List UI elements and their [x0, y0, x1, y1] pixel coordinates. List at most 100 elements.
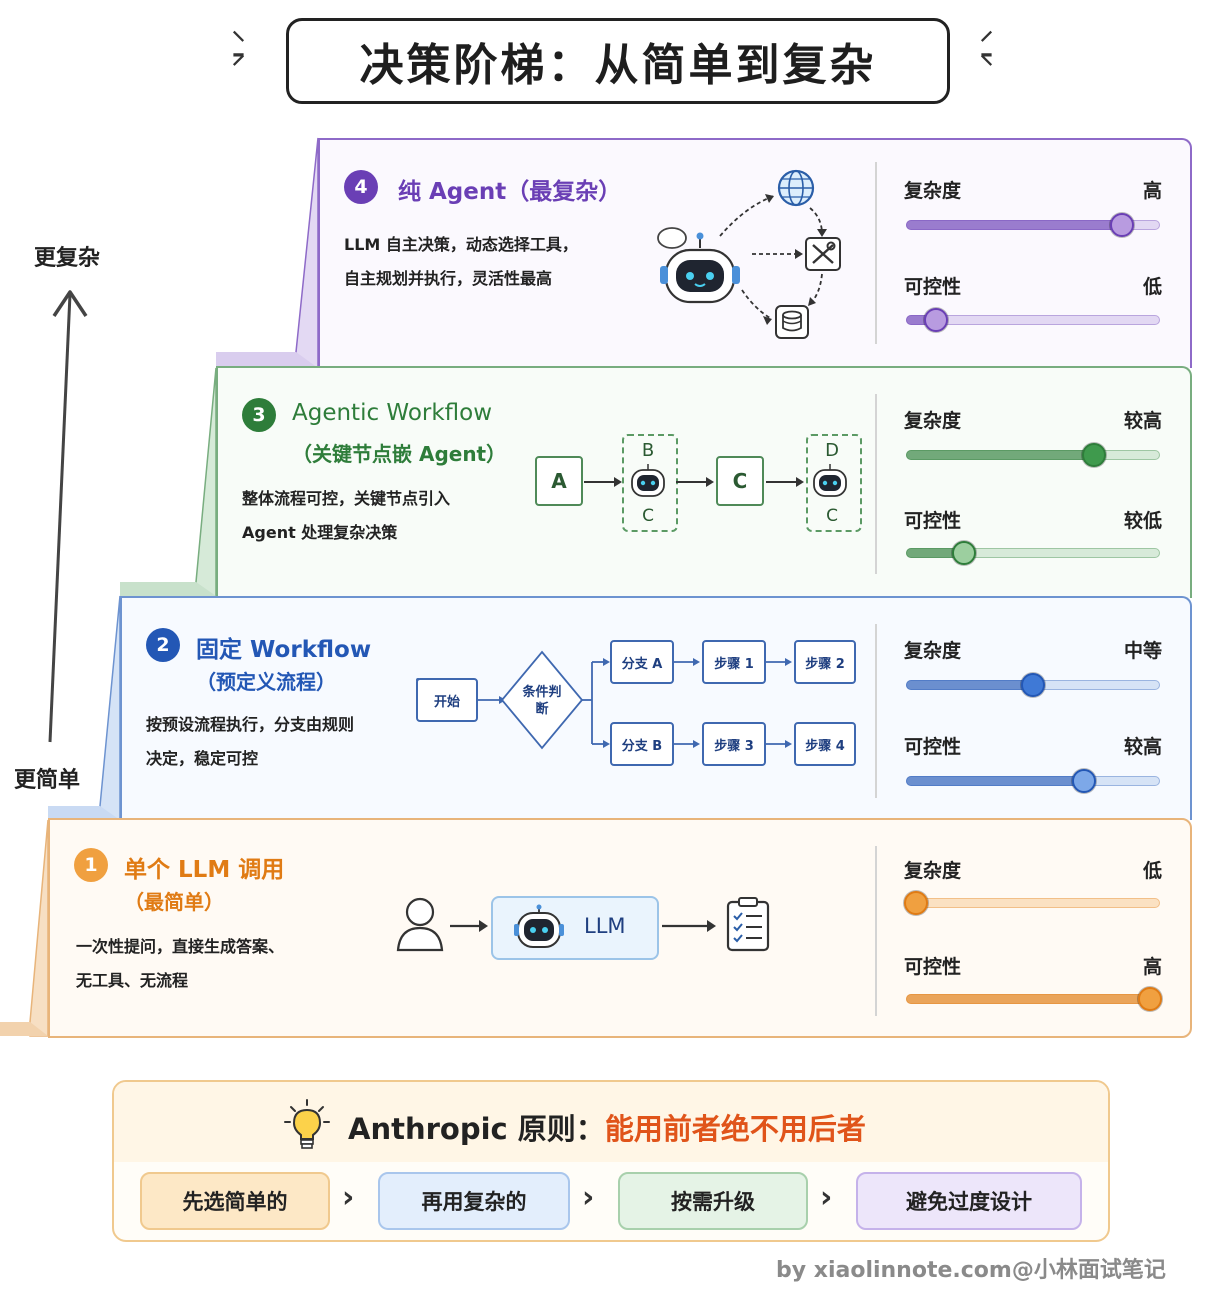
tier-2-subtitle: （预定义流程）: [196, 670, 336, 694]
tier-4-complexity-slider: [906, 213, 1160, 237]
agentic-flow-lines: [584, 464, 847, 497]
tier-4-complexity-label: 复杂度: [904, 180, 962, 202]
tier-1-complexity-label: 复杂度: [904, 860, 962, 882]
tier-1-subtitle: （最简单）: [124, 890, 224, 914]
step-pill-avoid-overdesign: 避免过度设计: [856, 1172, 1082, 1230]
tier-3-desc-line-2: Agent 处理复杂决策: [242, 523, 398, 542]
robot-icon: [514, 904, 564, 948]
tier-3-badge: 3: [242, 398, 276, 432]
robot-icon: [631, 464, 665, 497]
tier-4-badge: 4: [344, 170, 378, 204]
step-pill-complex: 再用复杂的: [378, 1172, 570, 1230]
tier-2-complexity-label: 复杂度: [904, 640, 962, 662]
sparkle-left-icon: ⸌–⸍: [232, 27, 246, 81]
tier-2-complexity-slider: [906, 673, 1160, 697]
tier-3-control-slider: [906, 541, 1160, 565]
step-1-node: 步骤 1: [702, 640, 766, 684]
slider-fill: [906, 315, 936, 325]
agent-node-d-frame: [806, 434, 862, 532]
arrow-icon: [450, 920, 488, 932]
robot-icon: [660, 232, 740, 304]
tier-4-control-value: 低: [1142, 276, 1162, 298]
axis-arrow-icon: [48, 290, 88, 743]
tier-3-title: Agentic Workflow: [292, 400, 493, 426]
tier-3-complexity-label: 复杂度: [904, 410, 962, 432]
tier-3-complexity-slider: [906, 443, 1160, 467]
tools-icon: [805, 237, 841, 271]
slider-knob: [924, 308, 948, 332]
database-icon: [775, 305, 809, 339]
node-c: C: [716, 456, 764, 506]
node-a: A: [535, 456, 583, 506]
step-2-node: 步骤 2: [794, 640, 856, 684]
title-banner: 决策阶梯：从简单到复杂: [286, 18, 950, 104]
tier-3-subtitle: （关键节点嵌 Agent）: [292, 442, 507, 466]
slider-knob: [1021, 673, 1045, 697]
tier-1-divider: [875, 846, 877, 1016]
chevron-right-icon: ›: [582, 1180, 595, 1215]
tier-1-complexity-value: 低: [1142, 860, 1162, 882]
slider-fill: [906, 450, 1094, 460]
principle-prefix: Anthropic 原则：: [348, 1112, 605, 1146]
lightbulb-icon: [284, 1099, 330, 1149]
tier-3-control-label: 可控性: [904, 510, 962, 532]
step-pill-simple: 先选简单的: [140, 1172, 330, 1230]
workflow-flow-lines: [478, 650, 792, 750]
tier-1-title: 单个 LLM 调用: [124, 857, 285, 883]
tier-1-control-label: 可控性: [904, 956, 962, 978]
tier-1-desc-line-2: 无工具、无流程: [76, 971, 189, 990]
slider-knob: [952, 541, 976, 565]
chevron-right-icon: ›: [342, 1180, 355, 1215]
tier-3-complexity-value: 较高: [1123, 410, 1162, 432]
globe-icon: [777, 169, 815, 207]
slider-fill: [906, 680, 1033, 690]
tier-2-badge: 2: [146, 628, 180, 662]
tier-4-desc-line-1: LLM 自主决策，动态选择工具，: [344, 235, 578, 254]
tier-3-control-value: 较低: [1123, 510, 1162, 532]
page-title: 决策阶梯：从简单到复杂: [359, 40, 877, 91]
sparkle-right-icon: ⸍–⸌: [980, 27, 994, 81]
tier-2-desc-line-1: 按预设流程执行，分支由规则: [146, 715, 355, 734]
tier-4-complexity-value: 高: [1142, 180, 1162, 202]
agent-diagram: [657, 169, 841, 339]
robot-icon: [813, 464, 847, 497]
tier-2-complexity-value: 中等: [1123, 640, 1162, 662]
tier-4-control-label: 可控性: [904, 276, 962, 298]
tier-1-badge: 1: [74, 848, 108, 882]
decision-line-2: 断: [535, 702, 549, 717]
slider-knob: [1072, 769, 1096, 793]
branch-a-node: 分支 A: [610, 640, 674, 684]
tier-1-desc-line-1: 一次性提问，直接生成答案、: [76, 937, 285, 956]
tier-3-desc-line-1: 整体流程可控，关键节点引入: [242, 489, 451, 508]
slider-knob: [1138, 987, 1162, 1011]
tier-1-complexity-slider: [904, 891, 1160, 915]
axis-bottom-label: 更简单: [14, 768, 81, 793]
tier-2-divider: [875, 624, 877, 798]
node-b-label: B: [641, 440, 655, 461]
slider-fill: [906, 220, 1122, 230]
principle-text: Anthropic 原则：能用前者绝不用后者: [348, 1106, 866, 1148]
axis-top-label: 更复杂: [34, 246, 101, 271]
tier-3-divider: [875, 394, 877, 574]
start-node-box: 开始: [416, 678, 478, 722]
llm-label: LLM: [584, 914, 626, 938]
branch-b-node: 分支 B: [610, 722, 674, 766]
tier-2-control-value: 较高: [1123, 736, 1162, 758]
slider-fill: [906, 776, 1084, 786]
tier-4-panel: [318, 138, 1192, 368]
tier-2-title: 固定 Workflow: [196, 637, 372, 663]
slider-knob: [1110, 213, 1134, 237]
step-4-node: 步骤 4: [794, 722, 856, 766]
slider-track: [906, 898, 1160, 908]
tier-1-control-value: 高: [1142, 956, 1162, 978]
slider-knob: [904, 891, 928, 915]
tier-1-control-slider: [906, 987, 1162, 1011]
principle-highlight: 能用前者绝不用后者: [604, 1112, 866, 1146]
clipboard-icon: [726, 897, 770, 952]
slider-fill: [906, 994, 1150, 1004]
decision-node-label: 条件判 断: [508, 684, 576, 718]
step-pill-upgrade: 按需升级: [618, 1172, 808, 1230]
slider-fill: [906, 548, 964, 558]
tier-4-divider: [875, 162, 877, 344]
node-b-sub-label: C: [642, 506, 654, 526]
